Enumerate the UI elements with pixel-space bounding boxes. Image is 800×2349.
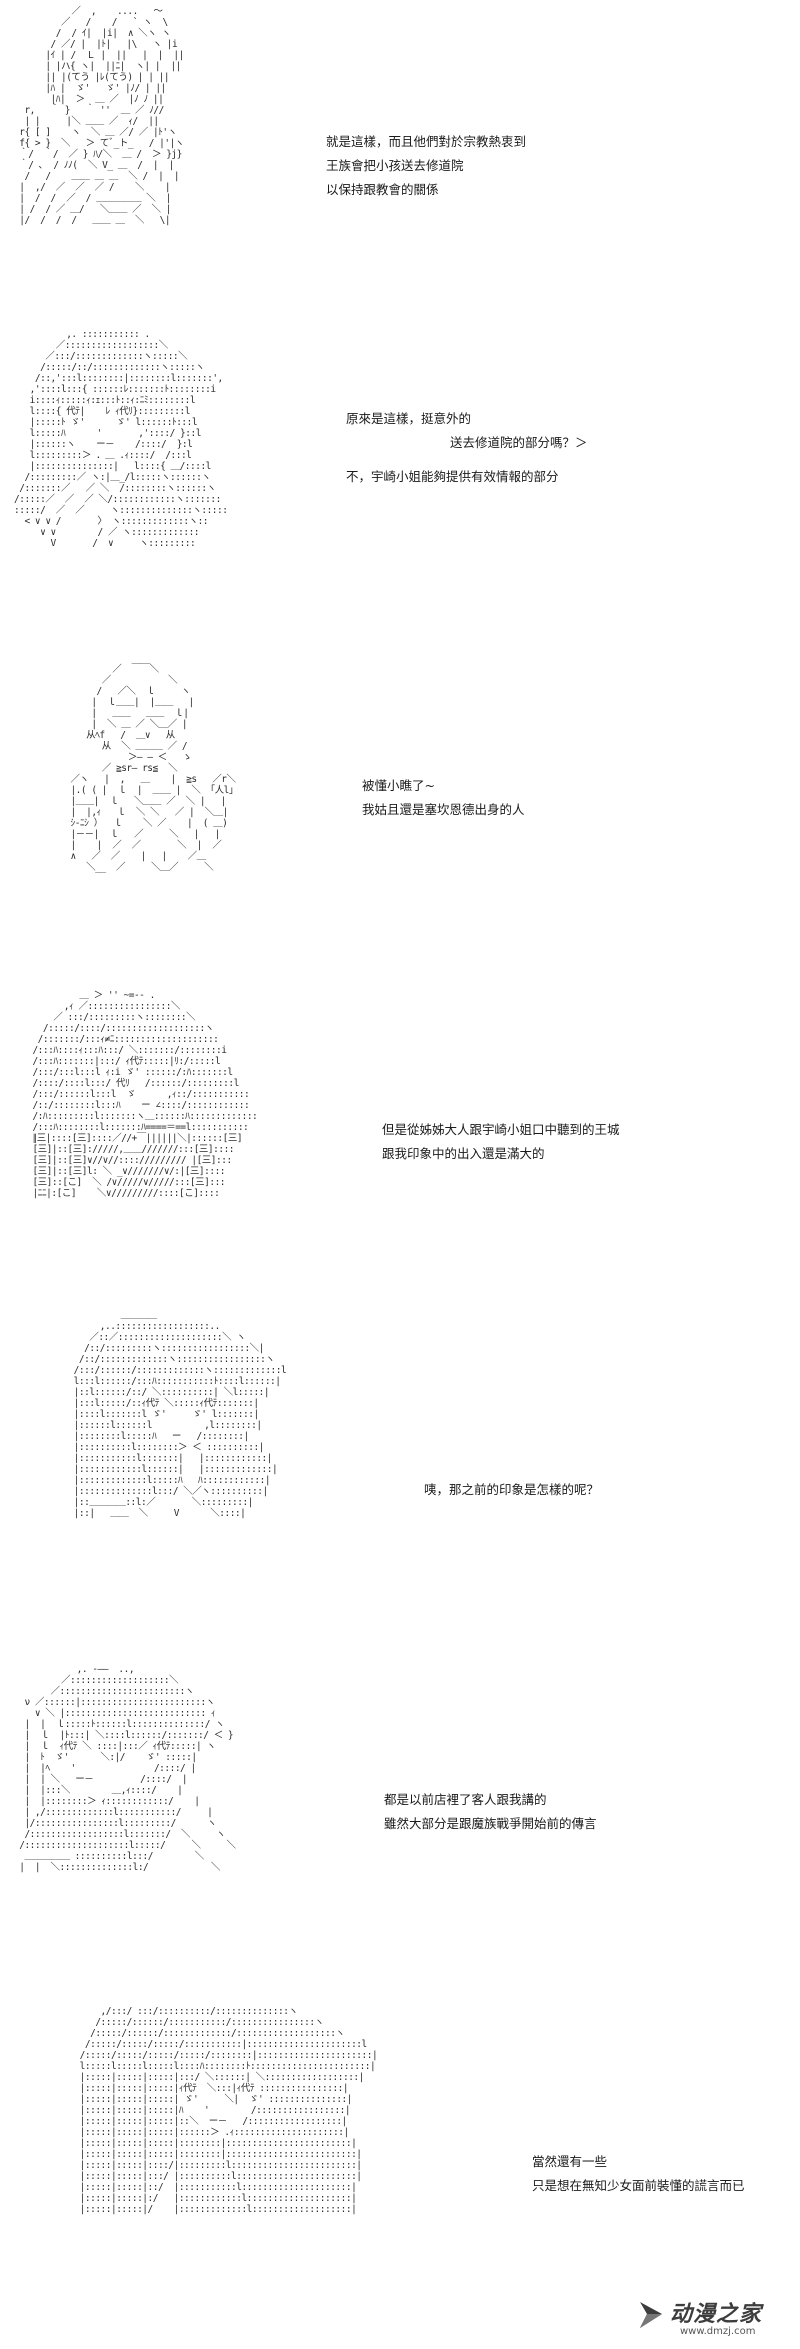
ascii-art-character-7: ,/:::/ :::/::::::::::/::::::::::::::ヽ /:… (79, 2006, 378, 2215)
dialogue-1: 就是這樣，而且他們對於宗教熱衷到 王族會把小孩送去修道院 以保持跟教會的關係 (326, 130, 526, 202)
dialogue-line: 以保持跟教會的關係 (326, 182, 439, 197)
site-watermark: 动漫之家 www.dmzj.com (636, 2296, 786, 2340)
ascii-art-character-1: ／ , .... ～ ／ / / ` ヽ \ / / ｲ| |i| ∧ ＼ヽ ヽ… (19, 6, 184, 226)
dialogue-line: 我姑且還是塞坎恩德出身的人 (362, 802, 525, 817)
ascii-art-character-5: ＿＿＿＿ ,..::::::::::::::::::.. ／::／:::::::… (73, 1310, 287, 1519)
dialogue-line: 被懂小瞧了~ (362, 778, 435, 793)
panel-3: ／ ￣￣＼ ／ ＼ / ／＼ ｌ ヽ | ｌ＿＿| |＿＿ | | ＿＿ ＿＿ … (0, 660, 800, 990)
dialogue-2: 原來是這樣，挺意外的 送去修道院的部分嗎？＞ 不，宇崎小姐能夠提供有效情報的部分 (346, 407, 588, 489)
dialogue-7: 當然還有一些 只是想在無知少女面前裝懂的謊言而已 (532, 2150, 745, 2198)
ascii-art-character-2: ,. ::::::::::: . ／::::::::::::::::::＼ ／:… (14, 329, 228, 549)
panel-4: ＿ ＞ '' ~=-- . ,ｨ ／::::::::::::::::＼ ／ ::… (0, 990, 800, 1290)
panel-6: ,. -―― .., ／:::::::::::::::::::＼ ／::::::… (0, 1660, 800, 1990)
dialogue-line: 咦，那之前的印象是怎樣的呢？ (424, 1482, 600, 1497)
dialogue-line: 跟我印象中的出入還是滿大的 (382, 1146, 545, 1161)
dialogue-line: 就是這樣，而且他們對於宗教熱衷到 (326, 134, 527, 149)
panel-1: ／ , .... ～ ／ / / ` ヽ \ / / ｲ| |i| ∧ ＼ヽ ヽ… (0, 0, 800, 320)
ascii-art-character-4: ＿ ＞ '' ~=-- . ,ｨ ／::::::::::::::::＼ ／ ::… (32, 990, 258, 1199)
dialogue-line: 原來是這樣，挺意外的 (346, 411, 472, 426)
ascii-art-character-6: ,. -―― .., ／:::::::::::::::::::＼ ／::::::… (19, 1664, 236, 1873)
dialogue-line: 王族會把小孩送去修道院 (326, 158, 464, 173)
dialogue-6: 都是以前店裡了客人跟我講的 雖然大部分是跟魔族戰爭開始前的傳言 (384, 1788, 597, 1836)
dialogue-5: 咦，那之前的印象是怎樣的呢？ (424, 1478, 599, 1502)
dialogue-line: 都是以前店裡了客人跟我講的 (384, 1792, 547, 1807)
dialogue-line: 當然還有一些 (532, 2154, 608, 2169)
site-url: www.dmzj.com (680, 2326, 756, 2337)
dialogue-line: 只是想在無知少女面前裝懂的謊言而已 (532, 2178, 745, 2193)
dialogue-line: 但是從姊姊大人跟宇崎小姐口中聽到的王城 (382, 1122, 620, 1137)
site-logo-icon (640, 2302, 662, 2328)
dialogue-4: 但是從姊姊大人跟宇崎小姐口中聽到的王城 跟我印象中的出入還是滿大的 (382, 1118, 620, 1166)
site-name: 动漫之家 (670, 2302, 763, 2327)
panel-7: ,/:::/ :::/::::::::::/::::::::::::::ヽ /:… (0, 2000, 800, 2349)
panel-2: ,. ::::::::::: . ／::::::::::::::::::＼ ／:… (0, 325, 800, 655)
ascii-art-character-3: ／ ￣￣＼ ／ ＼ / ／＼ ｌ ヽ | ｌ＿＿| |＿＿ | | ＿＿ ＿＿ … (70, 664, 238, 873)
dialogue-line: 送去修道院的部分嗎？＞ (450, 435, 588, 450)
dialogue-3: 被懂小瞧了~ 我姑且還是塞坎恩德出身的人 (362, 774, 525, 822)
panel-5: ＿＿＿＿ ,..::::::::::::::::::.. ／::／:::::::… (0, 1310, 800, 1650)
dialogue-line: 不，宇崎小姐能夠提供有效情報的部分 (346, 469, 559, 484)
dialogue-line: 雖然大部分是跟魔族戰爭開始前的傳言 (384, 1816, 597, 1831)
